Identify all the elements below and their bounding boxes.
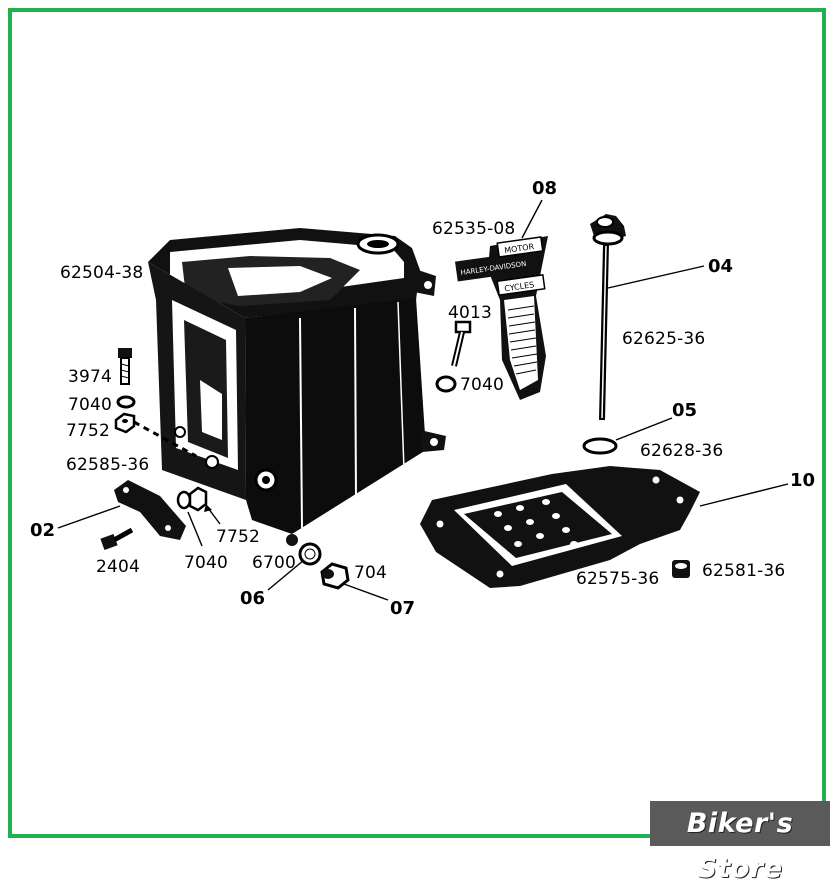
label-62581-36: 62581-36 [702,561,785,581]
callout-10: 10 [790,470,815,491]
label-7040-b: 7040 [184,553,228,573]
label-62575-36: 62575-36 [576,569,659,589]
o-ring-62628-36 [582,437,618,455]
leader-06 [267,559,305,591]
callout-02: 02 [30,520,55,541]
label-62504-38: 62504-38 [60,263,143,283]
leader-08 [521,199,543,239]
leader-07 [343,583,389,601]
diagram-frame [8,8,826,838]
callout-08: 08 [532,178,557,199]
label-62628-36: 62628-36 [640,441,723,461]
callout-05: 05 [672,400,697,421]
washer-7040-a [116,395,136,409]
washer-6700 [298,542,322,566]
leader-05 [615,417,673,441]
nut-7752-b [188,486,208,512]
emblem-plate-62535-08: MOTOR HARLEY-DAVIDSON CYCLES [454,236,548,400]
label-62625-36: 62625-36 [622,329,705,349]
dipstick-cap-62625-36 [590,214,626,421]
emblem-line-cycles: CYCLES [504,280,535,293]
nut-62581-36 [672,560,690,578]
label-7752-b: 7752 [216,527,260,547]
label-2404: 2404 [96,557,140,577]
washer-7040-c [435,375,457,393]
leader-02 [57,505,121,529]
emblem-line-motor: MOTOR [504,242,535,255]
bolt-4013 [451,320,472,367]
label-7040-c: 7040 [460,375,504,395]
plug-704 [320,562,350,590]
leader-04 [607,265,705,289]
callout-06: 06 [240,588,265,609]
nut-7040-b [176,490,192,510]
exploded-parts-diagram: MOTOR HARLEY-DAVIDSON CYCLES [30,178,815,619]
label-3974: 3974 [68,367,112,387]
label-62585-36: 62585-36 [66,455,149,475]
oil-tank [148,228,446,546]
assembly-dash-line [133,420,197,458]
label-704: 704 [354,563,387,583]
label-4013: 4013 [448,303,492,323]
callout-04: 04 [708,256,733,277]
callout-07: 07 [390,598,415,619]
label-62535-08: 62535-08 [432,219,515,239]
mounting-plate-62575-36 [420,466,700,588]
label-6700: 6700 [252,553,296,573]
label-7752-a: 7752 [66,421,110,441]
nut-7752-a [114,412,136,434]
label-7040-a: 7040 [68,395,112,415]
leader-10 [699,483,789,507]
bolt-2404 [100,527,134,551]
bikers-store-watermark: Biker's Store [650,801,830,884]
bracket-62585-36 [114,480,186,540]
bolt-3974 [118,348,132,385]
